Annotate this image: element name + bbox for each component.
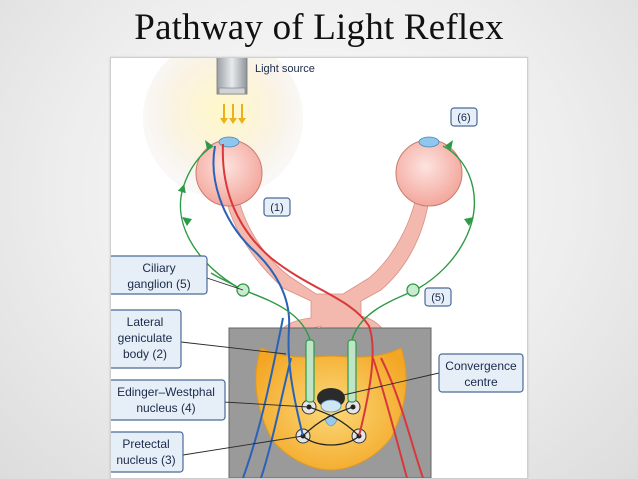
svg-text:(5): (5) (431, 292, 444, 304)
svg-text:nucleus (3): nucleus (3) (116, 453, 175, 467)
slide-title: Pathway of Light Reflex (134, 7, 504, 48)
edinger-westphal-label: Edinger–Westphal nucleus (4) (111, 379, 226, 421)
svg-text:Convergence: Convergence (445, 359, 517, 373)
ciliary-ganglion-right (406, 283, 420, 297)
light-source-label: Light source (255, 63, 315, 75)
marker-6: (6) (450, 107, 478, 127)
ciliary-ganglion-label: Ciliary ganglion (5) (111, 255, 208, 295)
efferent-arrow-left (182, 140, 213, 226)
efferent-arrow-right (445, 140, 474, 226)
svg-text:Lateral: Lateral (127, 315, 164, 329)
svg-text:centre: centre (464, 375, 498, 389)
lamp-icon (216, 58, 248, 124)
svg-text:nucleus (4): nucleus (4) (136, 401, 195, 415)
svg-text:ganglion (5): ganglion (5) (127, 277, 190, 291)
pretectal-label: Pretectal nucleus (3) (111, 431, 184, 473)
svg-text:(1): (1) (270, 202, 283, 214)
svg-text:body (2): body (2) (123, 347, 167, 361)
marker-5: (5) (424, 287, 452, 307)
svg-text:geniculate: geniculate (118, 331, 173, 345)
lgb-label: Lateral geniculate body (2) (111, 309, 182, 369)
brainstem-panel (228, 327, 432, 478)
light-reflex-diagram: Light source (110, 57, 528, 479)
convergence-centre-label: Convergence centre (438, 353, 524, 393)
marker-1: (1) (263, 197, 291, 217)
light-glow (143, 58, 303, 198)
svg-text:Pretectal: Pretectal (122, 437, 169, 451)
svg-text:(6): (6) (457, 112, 470, 124)
svg-text:Edinger–Westphal: Edinger–Westphal (117, 385, 215, 399)
pretectal-connections (302, 406, 360, 446)
svg-text:Ciliary: Ciliary (142, 261, 175, 275)
right-eye (395, 136, 463, 207)
efferent-green-pathway (177, 145, 475, 341)
